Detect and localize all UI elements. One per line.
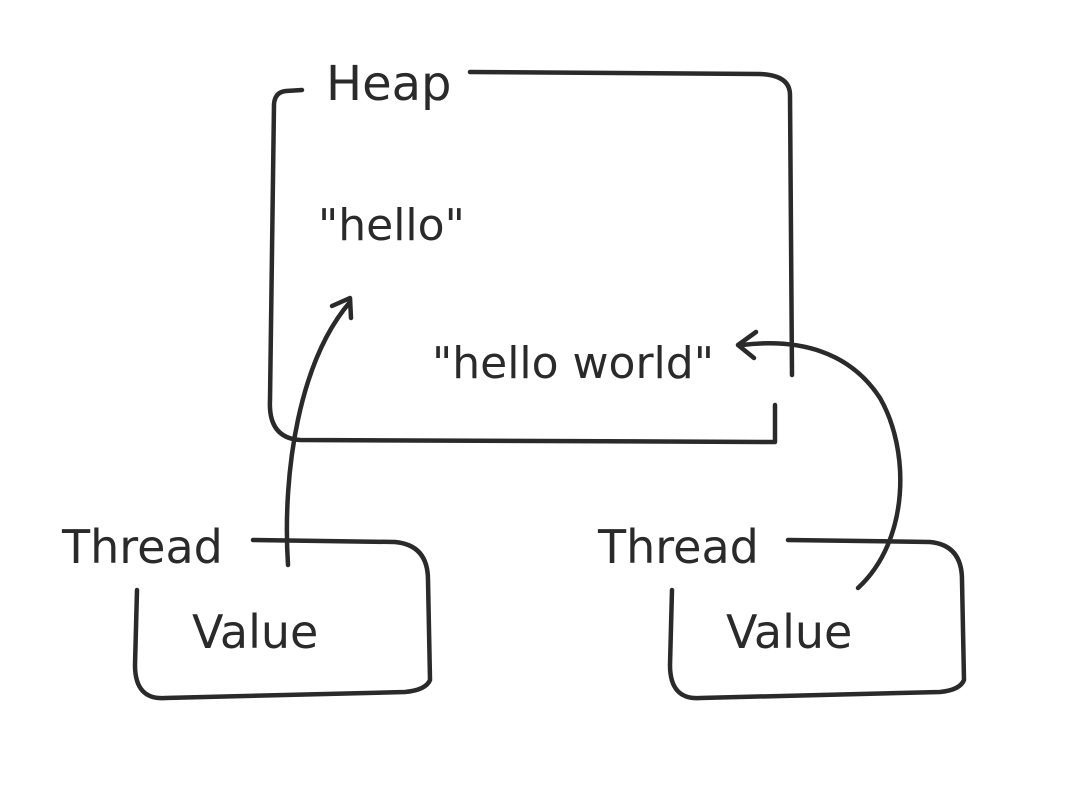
thread-2: Thread Value [597,520,967,701]
heap-string-hello: "hello" [318,200,465,251]
heap-string-hello-world: "hello world" [432,338,714,389]
heap-title: Heap [326,56,452,112]
thread-1-box-outline [132,537,433,701]
pointer-arrow-1 [284,295,354,568]
pointer-arrow-2-head [735,329,759,361]
pointer-arrow-1-shaft [284,299,353,568]
thread-1: Thread Value [61,520,433,701]
thread-2-value-label: Value [726,605,852,659]
thread-2-box-outline [667,537,967,701]
heap-box: Heap "hello" "hello world" [267,56,795,445]
thread-1-value-label: Value [192,605,318,659]
thread-1-label: Thread [61,520,223,574]
thread-2-label: Thread [597,520,759,574]
pointer-arrow-1-head [329,295,354,321]
pointer-arrow-2-shaft [739,341,903,591]
pointer-arrow-2 [735,329,903,591]
